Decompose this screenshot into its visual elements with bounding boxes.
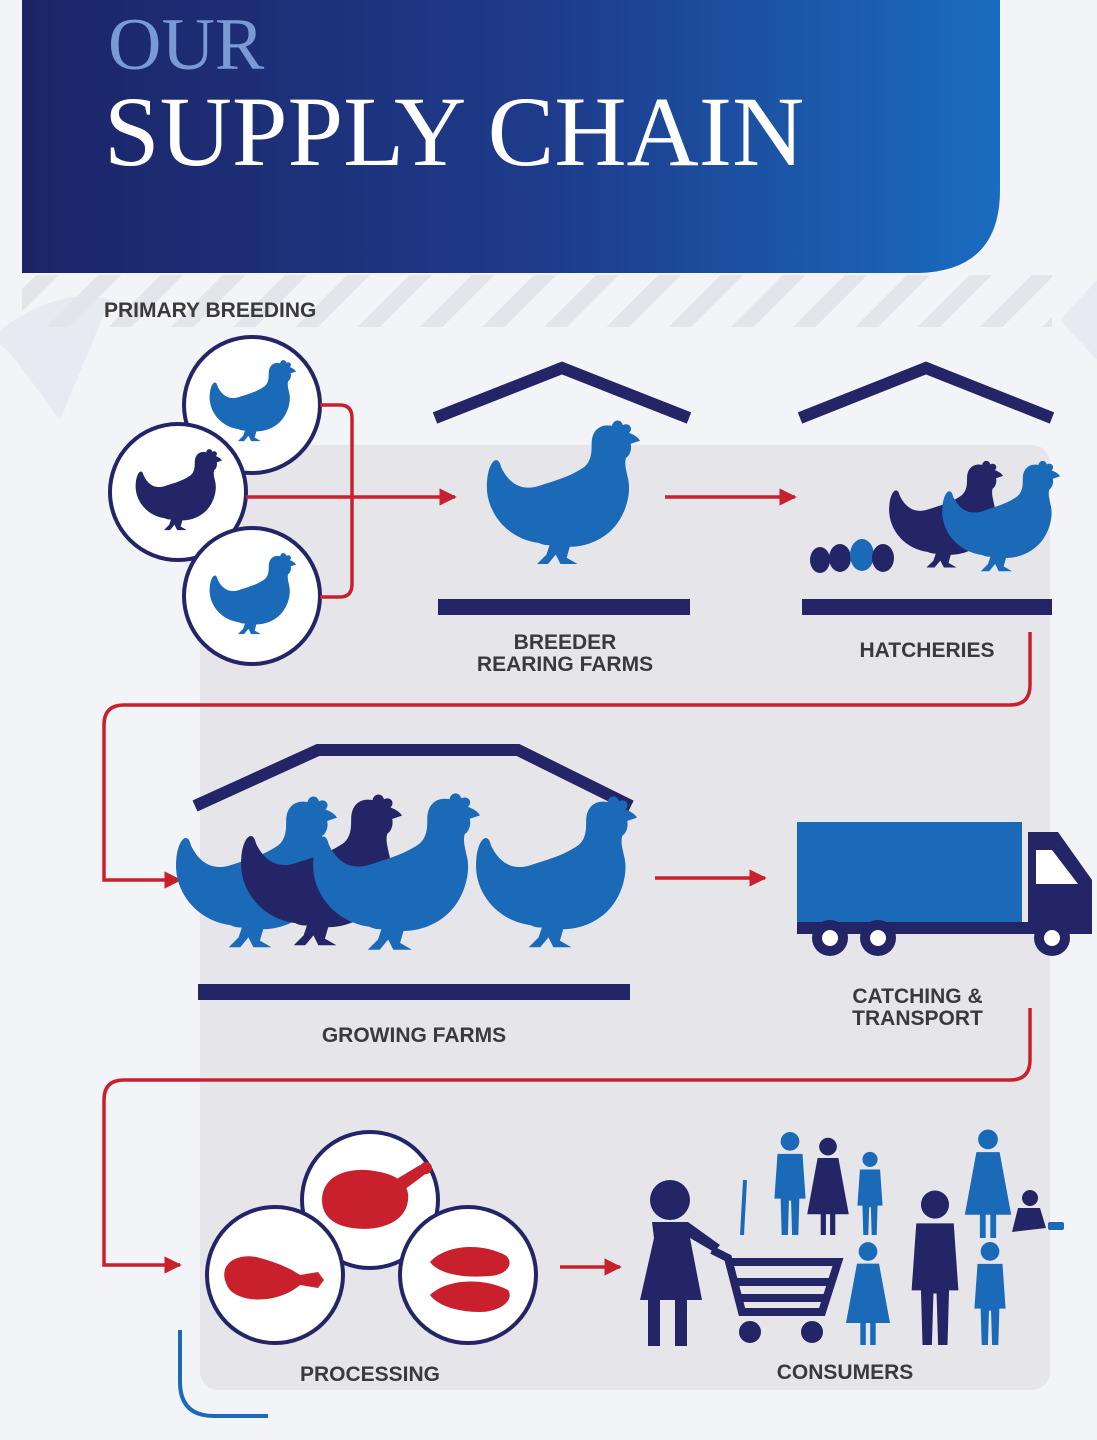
label-breeder-rearing-2: REARING FARMS — [476, 653, 654, 676]
label-catching-2: TRANSPORT — [852, 1007, 983, 1030]
header-banner — [22, 0, 1000, 273]
label-breeder-rearing-1: BREEDER — [513, 631, 617, 654]
label-processing: PROCESSING — [299, 1363, 441, 1386]
shopping-cart-icon — [710, 1246, 844, 1343]
consumers-group — [640, 1129, 1064, 1346]
barn-roof-icon — [432, 361, 692, 424]
growing-farm — [175, 744, 637, 1000]
corner-bracket — [178, 1330, 268, 1418]
hatcheries-farm — [797, 361, 1060, 615]
label-hatcheries: HATCHERIES — [859, 639, 995, 662]
barn-roof-icon — [192, 744, 634, 812]
label-consumers: CONSUMERS — [776, 1361, 914, 1384]
title-line-1: OUR — [108, 4, 265, 86]
person-icon — [640, 1180, 720, 1346]
label-growing-farms: GROWING FARMS — [321, 1024, 507, 1047]
egg-icon — [810, 539, 894, 573]
flow-connector-row1 — [102, 403, 1032, 1276]
barn-roof-icon — [797, 361, 1055, 424]
stripe-band — [22, 275, 1052, 327]
roast-chicken-icon — [322, 1162, 432, 1229]
meat-cut-icon — [430, 1246, 510, 1312]
drumstick-icon — [224, 1256, 324, 1300]
primary-breeding-group — [108, 335, 322, 666]
person-icon — [1012, 1190, 1064, 1232]
label-catching-1: CATCHING & — [852, 985, 983, 1008]
truck-icon — [797, 822, 1092, 956]
breeder-rearing-farm — [432, 361, 692, 615]
processing-group — [205, 1130, 538, 1345]
page-title: SUPPLY CHAIN — [104, 76, 805, 187]
label-primary-breeding: PRIMARY BREEDING — [104, 299, 317, 322]
